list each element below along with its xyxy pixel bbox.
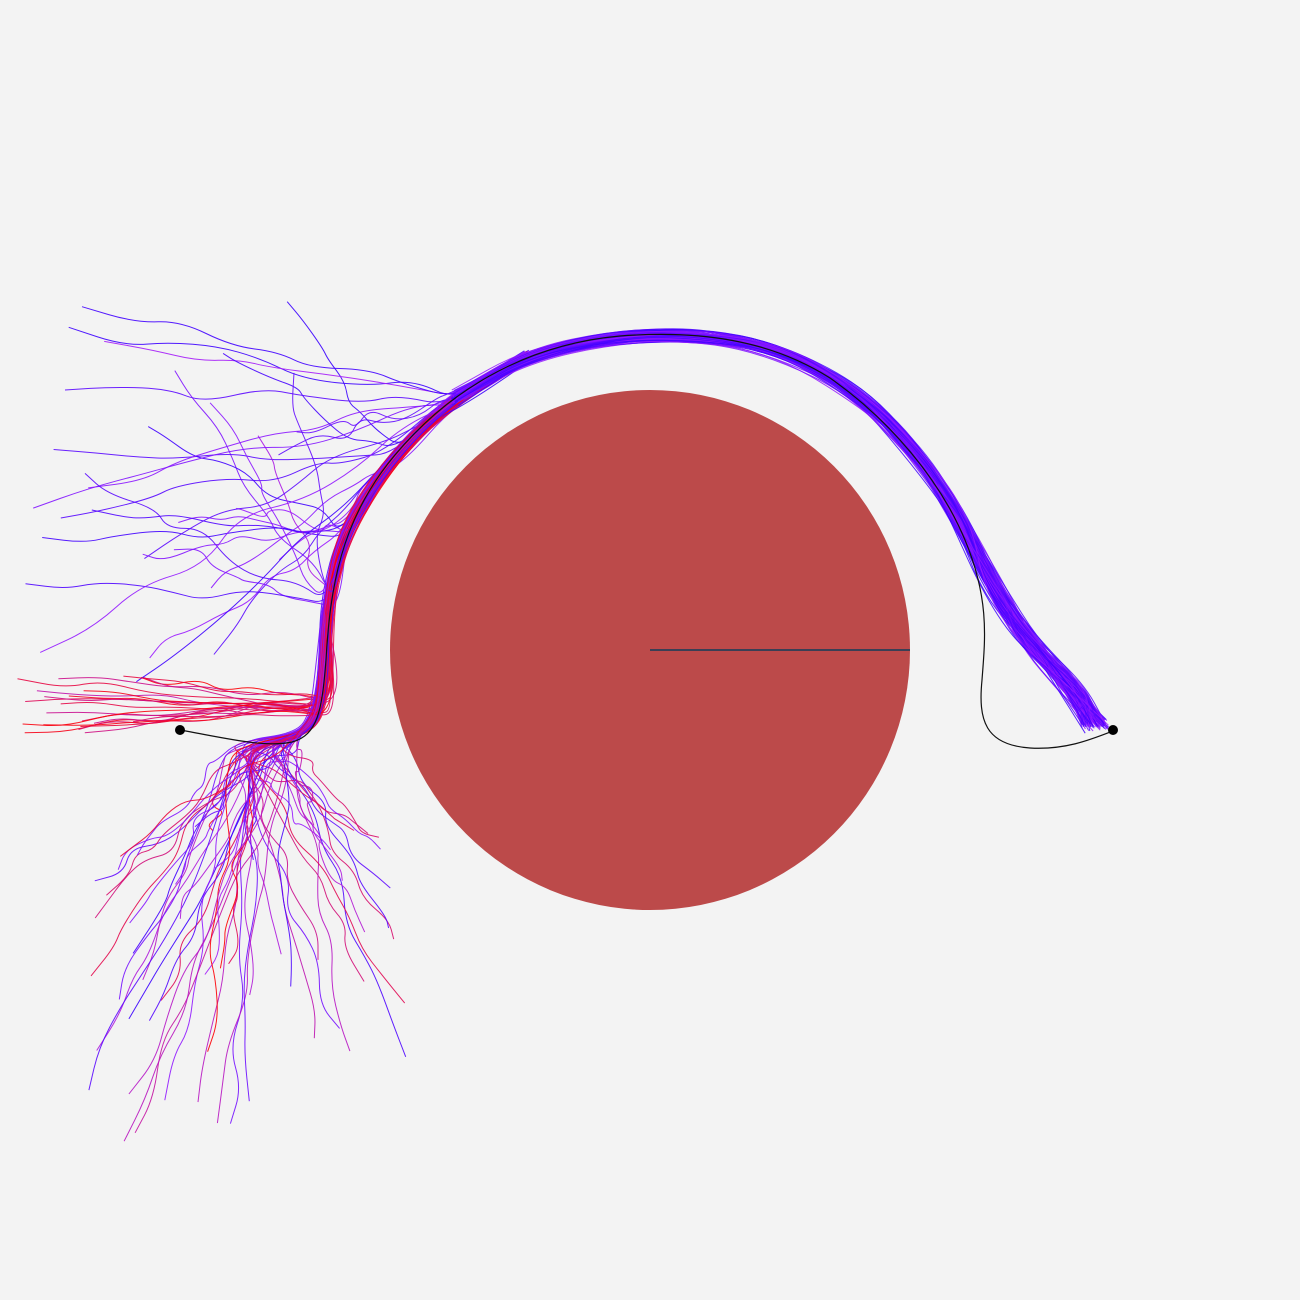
goal-point	[1108, 725, 1118, 735]
trajectory-segment-left	[33, 356, 535, 509]
trajectory-segment-right	[454, 339, 1095, 729]
trajectory-segment-right	[453, 339, 1085, 727]
trajectory-segment-left	[68, 326, 529, 395]
trajectory-segment-left	[39, 353, 532, 653]
trajectory-segment-left	[84, 356, 532, 595]
trajectory-segment-left	[119, 352, 530, 857]
trajectory-segment-left	[210, 358, 536, 589]
trajectory-segment-left	[134, 355, 531, 1134]
trajectory-segment-left	[228, 355, 537, 965]
trajectory-segment-left	[128, 353, 529, 1095]
trajectory-segment-left	[129, 352, 528, 924]
trajectory-segment-left	[64, 355, 530, 403]
trajectory-segment-right	[455, 333, 1101, 721]
trajectory-segment-right	[453, 336, 1095, 728]
trajectory-segment-left	[80, 353, 528, 727]
trajectory-segment-left	[104, 340, 534, 395]
trajectory-segment-left	[83, 356, 532, 714]
trajectory-segment-left	[219, 356, 532, 969]
start-point	[175, 725, 185, 735]
trajectory-group-left	[17, 301, 537, 1142]
trajectory-segment-left	[123, 353, 530, 700]
trajectory-segment-right	[455, 330, 1093, 722]
trajectory-segment-left	[296, 353, 534, 434]
trajectory-group-right	[450, 328, 1110, 734]
trajectory-segment-left	[88, 352, 530, 489]
trajectory-segment-left	[207, 351, 532, 1052]
reference-path	[179, 333, 1114, 749]
trajectory-segment-left	[60, 351, 529, 519]
trajectory-segment-left	[179, 356, 528, 919]
trajectory-segment-left	[277, 355, 533, 987]
trajectory-segment-left	[158, 355, 532, 718]
trajectory-segment-left	[81, 306, 533, 395]
trajectory-segment-left	[278, 354, 532, 456]
